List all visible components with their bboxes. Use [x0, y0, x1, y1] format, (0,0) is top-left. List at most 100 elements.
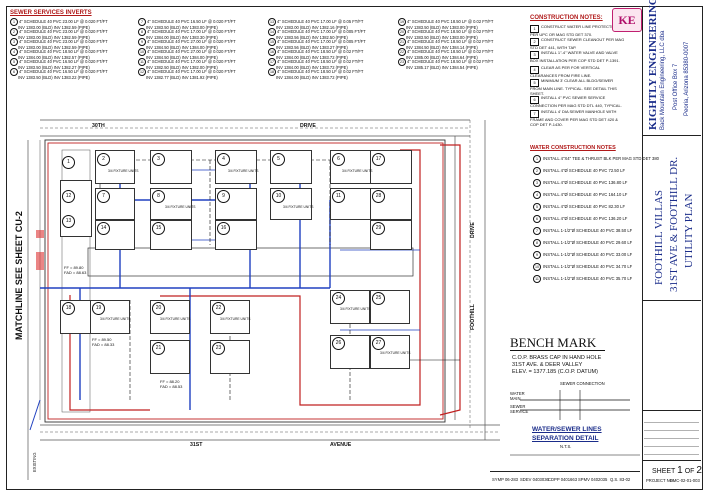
construction-notes-title: CONSTRUCTION NOTES: [530, 15, 603, 21]
lot-number: 18 [62, 302, 75, 315]
lot-number: 7 [97, 190, 110, 203]
lot-number: 19 [92, 302, 105, 315]
ff-label: FF = 88.20 [160, 379, 180, 384]
lot-23 [210, 340, 250, 374]
fad-label: FAD = 88.33 [92, 342, 115, 347]
street-label-30th: 30TH [92, 123, 105, 129]
sep-main-label: MAIN [510, 396, 521, 401]
fad-label: FAD = 88.63 [64, 270, 87, 275]
sheet-name: UTILITY PLAN [683, 193, 695, 268]
lot-number: 11 [332, 190, 345, 203]
sewer-inverts-title: SEWER SERVICES INVERTS [10, 10, 92, 16]
firm-address-1: Post Office Box 7 [673, 63, 679, 110]
bench-mark-line2: 31ST AVE. & DEER VALLEY [512, 362, 583, 368]
fixture-label: 3/4 FIXTURE UNITS [342, 169, 373, 173]
footer-spmv: SPMV 0402035 [578, 477, 608, 482]
ff-label: FF = 89.80 [64, 265, 84, 270]
firm-address-2: Peoria, Arizona 85380-0007 [684, 41, 690, 116]
fixture-label: 3/4 FIXTURE UNITS [160, 317, 191, 321]
street-label-drive: DRIVE [300, 123, 316, 129]
lot-number: 15 [152, 222, 165, 235]
bench-mark-title: BENCH MARK [510, 335, 597, 350]
lot-number: 8 [152, 190, 165, 203]
footer-rule [490, 471, 640, 472]
revision-grid [644, 415, 699, 455]
lot-17 [60, 180, 92, 237]
lot-number: 10 [272, 190, 285, 203]
lot-number: 26 [332, 337, 345, 350]
title-block [642, 6, 703, 490]
title-block-divider [642, 300, 701, 301]
lot-number: 4 [217, 153, 230, 166]
fixture-label: 3/4 FIXTURE UNITS [340, 307, 371, 311]
footer-cdpp: CDPP 0401663 [548, 477, 578, 482]
title-block-divider [642, 410, 701, 411]
lot-number: 20 [152, 302, 165, 315]
lot-number: 25 [372, 292, 385, 305]
lot-number: 22 [212, 302, 225, 315]
street-label-avenue: AVENUE [330, 442, 352, 448]
lot-number: 17 [372, 153, 385, 166]
lot-11 [270, 188, 312, 220]
firm-subtitle: Back Mountain Engineering, LLC dba [660, 30, 666, 130]
lot-number: 28 [372, 190, 385, 203]
project-number: BMC-02-01-003 [670, 478, 700, 483]
title-block-divider [642, 135, 701, 136]
sheet-label: SHEET 1 OF 2 [652, 465, 702, 476]
sep-sewer-connection-label: SEWER CONNECTION [560, 381, 605, 386]
lot-number: 14 [97, 222, 110, 235]
firm-logo-stamp: KE [612, 8, 642, 32]
fixture-label: 3/4 FIXTURE UNITS [100, 317, 131, 321]
lot-number: 9 [217, 190, 230, 203]
lot-number: 29 [372, 222, 385, 235]
separation-detail-title: WATER/SEWER LINES [532, 426, 602, 433]
sep-water-label: WATER [510, 391, 525, 396]
fixture-label: 3/4 FIXTURE UNITS [108, 169, 139, 173]
title-block-divider [642, 460, 701, 461]
firm-name: KIGHTLY ENGINEERING [647, 0, 659, 130]
footer-sdev: SDEV 0403036 [520, 477, 549, 482]
project-number-label: PROJECT NO. [646, 478, 675, 483]
lot-2 [95, 188, 135, 220]
lot-number: 12 [62, 190, 75, 203]
water-notes-title: WATER CONSTRUCTION NOTES [530, 145, 616, 151]
lot-number: 13 [62, 215, 75, 228]
fixture-label: 3/4 FIXTURE UNITS [228, 169, 259, 173]
fixture-label: 3/4 FIXTURE UNITS [283, 205, 314, 209]
fixture-label: 3/4 FIXTURE UNITS [220, 317, 251, 321]
footer-symp: SYMP 06-283 [492, 477, 518, 482]
lot-number: 6 [332, 153, 345, 166]
project-location: 31ST AVE & FOOTHILL DR. [668, 156, 680, 292]
